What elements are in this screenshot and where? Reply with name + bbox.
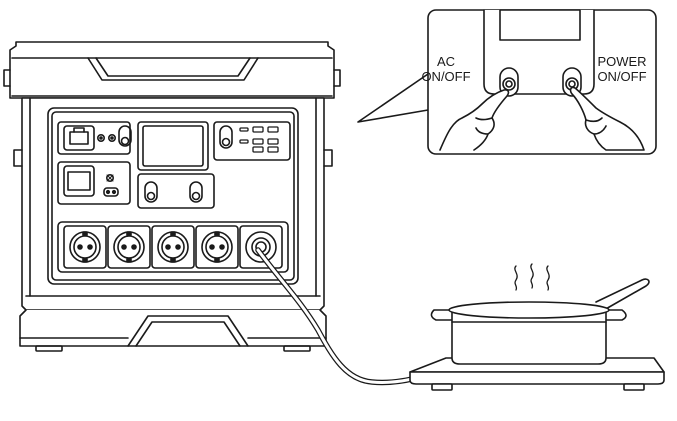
power-station [3,41,341,352]
toggle-switch-icon [118,125,132,147]
callout-pointer [357,73,429,123]
ac-label-line2: ON/OFF [421,69,471,84]
toggle-switch-icon [219,125,233,149]
induction-cooker [409,357,665,391]
callout-display [499,9,581,41]
ac-outlet-strip [57,221,289,273]
ac-outlet-icon [151,225,195,269]
ac-outlet-icon [195,225,239,269]
switch-callout [357,9,657,155]
ac-label-line1: AC [436,54,456,69]
pot [430,278,650,365]
lcd-display [137,121,209,171]
steam-icon [514,263,550,291]
usb-panel [213,121,291,161]
ac-switch-zoom [499,67,519,97]
station-base [19,309,327,347]
usb-port-icon [239,126,279,153]
station-lid [9,41,335,99]
ac-input-port [57,121,131,155]
power-label-line2: ON/OFF [597,69,647,84]
ac-outlet-icon [63,225,107,269]
carry-handle [87,57,259,81]
dc-output-port [57,161,131,205]
control-panel [47,107,299,285]
switch-panel [137,173,215,209]
power-on-off-label: POWER ON/OFF [588,54,656,84]
power-label-line1: POWER [597,54,647,69]
hand-pressing-icon [439,89,510,151]
toggle-switch-icon [189,181,203,203]
ac-on-off-label: AC ON/OFF [418,54,474,84]
ac-outlet-icon [107,225,151,269]
hand-pressing-icon [569,86,645,151]
toggle-switch-icon [144,181,158,203]
spoon [595,278,650,311]
